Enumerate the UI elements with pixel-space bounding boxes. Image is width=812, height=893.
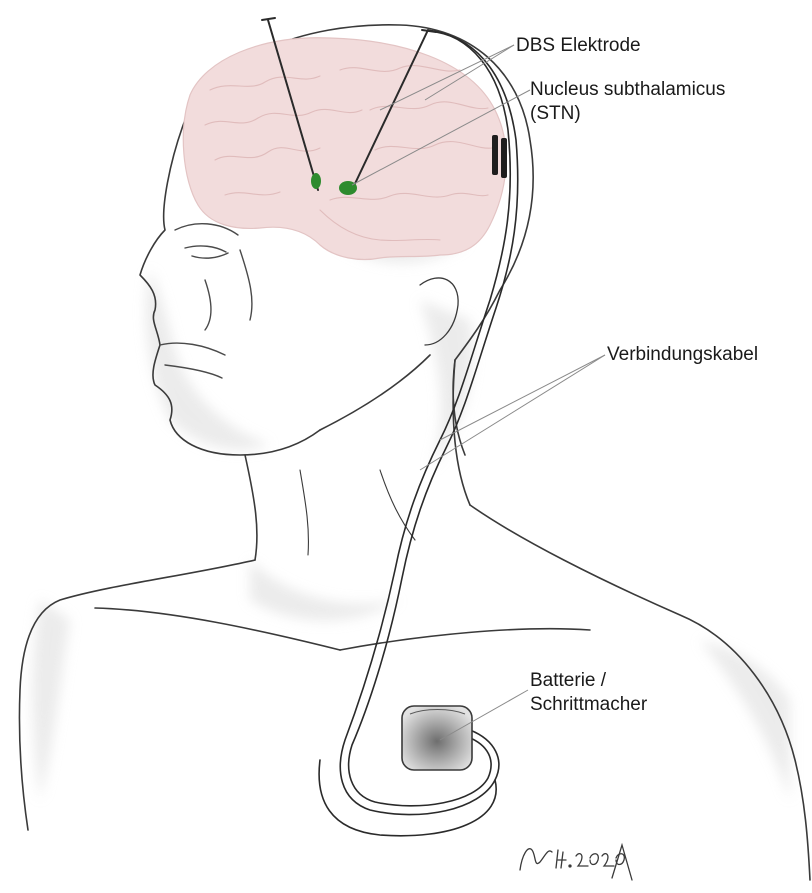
label-battery-line1: Batterie /	[530, 669, 647, 693]
label-battery-line2: Schrittmacher	[530, 693, 647, 717]
label-stn-line2: (STN)	[530, 102, 725, 126]
brain	[183, 38, 506, 260]
stn-left	[311, 173, 321, 189]
label-dbs-electrode: DBS Elektrode	[516, 34, 641, 58]
artist-signature	[520, 845, 632, 880]
label-connection-cable: Verbindungskabel	[607, 343, 758, 367]
label-battery: Batterie / Schrittmacher	[530, 669, 647, 717]
label-stn: Nucleus subthalamicus (STN)	[530, 78, 725, 126]
stn-right	[339, 181, 357, 195]
battery-device	[402, 706, 472, 770]
label-stn-line1: Nucleus subthalamicus	[530, 78, 725, 102]
